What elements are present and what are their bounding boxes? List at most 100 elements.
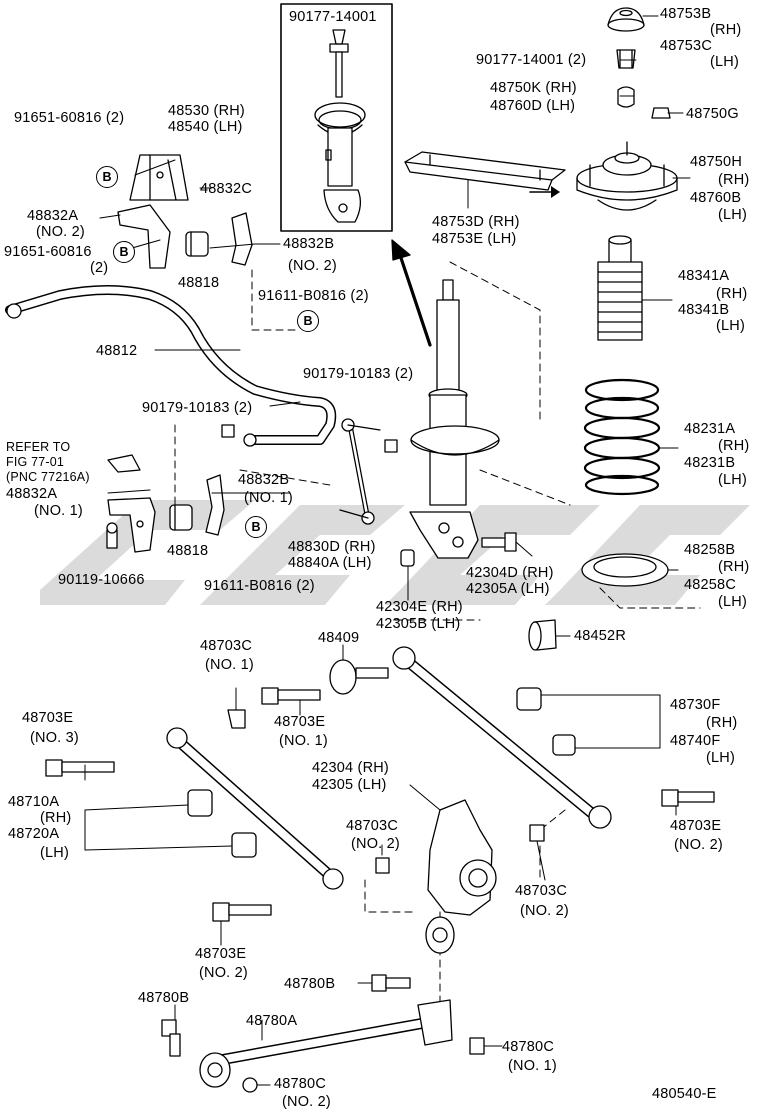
nut-48703C-no1: [227, 709, 246, 729]
label-bolt-90119: 90119-10666: [58, 572, 145, 588]
label-link-lh: 48840A (LH): [288, 555, 372, 571]
bushings-48710A: [187, 789, 257, 858]
label-top-cap-c: 48753C: [660, 38, 712, 54]
label-bush-42304E: 42304E (RH): [376, 599, 463, 615]
label-mount-a: 48750H: [690, 154, 742, 170]
label-arm-48710A: 48710A: [8, 794, 60, 810]
trailing-arm-48710A: [166, 727, 344, 890]
label-bushing-48818-lower: 48818: [167, 543, 209, 559]
label-insulator-c: 48258C: [684, 577, 736, 593]
bolt-reference-marker: B: [297, 310, 319, 332]
label-bolt-91611-upper: 91611-B0816 (2): [258, 288, 369, 304]
nut-48780C-no2: [242, 1077, 258, 1093]
label-arm-48720A-lh: (LH): [40, 845, 69, 861]
label-bush-48452R: 48452R: [574, 628, 626, 644]
bolt-reference-marker: B: [96, 166, 118, 188]
lateral-arm-48730F: [392, 646, 612, 829]
bolt-48703E-no3: [45, 759, 115, 777]
label-nut-48703C-no2-sub: (NO. 2): [351, 836, 400, 852]
label-arm-48780A: 48780A: [246, 1013, 298, 1029]
label-stabilizer-bar: 48812: [96, 343, 138, 359]
label-arm-48710A-rh: (RH): [40, 810, 72, 826]
bracket-48832B-no2: [231, 212, 253, 266]
nut-90177-right: [616, 49, 636, 69]
label-top-cap-a: 48753B: [660, 6, 712, 22]
label-boot-b: (RH): [716, 286, 748, 302]
label-top-cap-b: (RH): [710, 22, 742, 38]
spring-plate-48753D: [404, 151, 566, 191]
label-bolt-48703E-no3: 48703E: [22, 710, 74, 726]
label-nut-90179-left: 90179-10183 (2): [142, 400, 253, 416]
label-bracket-48832A-no2: 48832A: [27, 208, 79, 224]
label-bushing-48818-upper: 48818: [178, 275, 220, 291]
label-bolt-48703E-no1: 48703E: [274, 714, 326, 730]
label-bolt-48703E-no2-left: 48703E: [195, 946, 247, 962]
label-refer-3: (PNC 77216A): [6, 470, 90, 484]
exploded-arrow: [391, 239, 432, 347]
label-nut-48703C-no2-right-sub: (NO. 2): [520, 903, 569, 919]
label-bolt-48703E-no1-sub: (NO. 1): [279, 733, 328, 749]
stabilizer-link-48830D: [339, 418, 381, 525]
label-bush-48730F: 48730F: [670, 697, 721, 713]
label-nut-48703C-no1-sub: (NO. 1): [205, 657, 254, 673]
bolt-48780B-mid: [371, 974, 411, 992]
label-bracket-48832A-no1: 48832A: [6, 486, 58, 502]
bracket-48832A-no2: [117, 204, 171, 269]
strut-inset-box: [280, 3, 393, 232]
label-bolt-48703E-no2-left-sub: (NO. 2): [199, 965, 248, 981]
label-nut-48703C-no2: 48703C: [346, 818, 398, 834]
label-bracket-48832C: 48832C: [200, 181, 252, 197]
label-nut-90179-right: 90179-10183 (2): [303, 366, 414, 382]
label-spring-c: 48231B: [684, 455, 736, 471]
label-insulator-a: 48258B: [684, 542, 736, 558]
label-bracket-48832A-no1-sub: (NO. 1): [34, 503, 83, 519]
nut-90179: [221, 424, 398, 453]
bracket-48832C: [129, 154, 189, 201]
bushing-48452R: [528, 619, 557, 651]
label-bracket-48832B-no1-sub: (NO. 1): [244, 490, 293, 506]
label-shock-rh: 48530 (RH): [168, 103, 245, 119]
bolt-48703E-no2-left: [212, 902, 272, 922]
label-bushing-48750K: 48750K (RH): [490, 80, 577, 96]
label-link-rh: 48830D (RH): [288, 539, 376, 555]
coil-spring-48231A: [583, 378, 661, 496]
label-shock-lh: 48540 (LH): [168, 119, 243, 135]
label-bolt-48780B-mid: 48780B: [284, 976, 336, 992]
nut-48780C-no1: [469, 1037, 485, 1055]
label-bushing-48760D: 48760D (LH): [490, 98, 576, 114]
bushing-48818-upper: [185, 231, 209, 257]
label-bolt-91611-lower: 91611-B0816 (2): [204, 578, 315, 594]
label-bolt-91651-mid: 91651-60816: [4, 244, 92, 260]
label-nut-48780C-no2-sub: (NO. 2): [282, 1094, 331, 1110]
label-arm-48720A: 48720A: [8, 826, 60, 842]
label-mount-d: (LH): [718, 207, 747, 223]
label-bracket-48832B-no1: 48832B: [238, 472, 290, 488]
label-nut-48780C-no2: 48780C: [274, 1076, 326, 1092]
lower-arm-48780A: [199, 999, 453, 1088]
label-nut-48750G: 48750G: [686, 106, 739, 122]
insulator-48258B: [581, 553, 669, 587]
label-boot-d: (LH): [716, 318, 745, 334]
label-insulator-d: (LH): [718, 594, 747, 610]
label-top-cap-d: (LH): [710, 54, 739, 70]
nut-48750G: [651, 107, 671, 119]
label-bush-48730F-rh: (RH): [706, 715, 738, 731]
label-bush-48740F-lh: (LH): [706, 750, 735, 766]
bolt-reference-marker: B: [113, 241, 135, 263]
label-bracket-48832B-no2-sub: (NO. 2): [288, 258, 337, 274]
label-box-title: 90177-14001: [289, 9, 377, 25]
label-mount-c: 48760B: [690, 190, 742, 206]
label-bush-42305B: 42305B (LH): [376, 616, 461, 632]
bushing-48818-lower: [169, 504, 193, 531]
strut-inset-drawing: [314, 29, 366, 223]
label-nut-48703C-no2-right: 48703C: [515, 883, 567, 899]
label-nut-48780C-no1-sub: (NO. 1): [508, 1058, 557, 1074]
label-bolt-42304D: 42304D (RH): [466, 565, 554, 581]
label-bolt-48703E-no2-right: 48703E: [670, 818, 722, 834]
label-boot-a: 48341A: [678, 268, 730, 284]
label-bracket-48832B-no2: 48832B: [283, 236, 335, 252]
label-refer-2: FIG 77-01: [6, 455, 65, 469]
label-bolt-91651-mid-sub: (2): [90, 260, 109, 276]
